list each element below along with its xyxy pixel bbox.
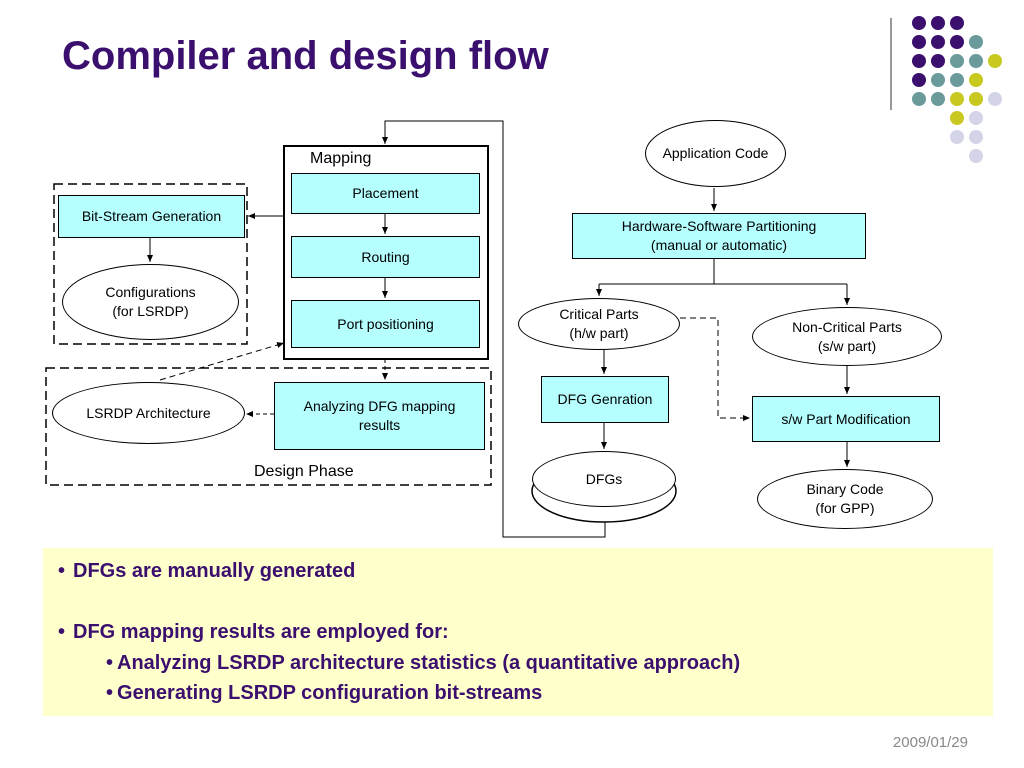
slide-title: Compiler and design flow xyxy=(62,34,549,78)
divider-line xyxy=(890,18,892,110)
dot xyxy=(931,35,945,49)
dot xyxy=(912,92,926,106)
dot xyxy=(912,54,926,68)
mapping-frame xyxy=(283,145,489,360)
routing-box: Routing xyxy=(291,236,480,278)
application-code-ellipse: Application Code xyxy=(645,120,786,187)
slide-date: 2009/01/29 xyxy=(892,734,968,751)
dot xyxy=(950,16,964,30)
dot xyxy=(912,73,926,87)
critical-parts-ellipse: Critical Parts (h/w part) xyxy=(518,298,680,350)
bitstream-generation-box: Bit-Stream Generation xyxy=(58,195,245,238)
bullet-text: Generating LSRDP configuration bit-strea… xyxy=(117,682,543,704)
arrow-lsrdp-port xyxy=(159,342,285,381)
dot xyxy=(969,111,983,125)
mapping-label: Mapping xyxy=(310,150,372,167)
dot xyxy=(969,73,983,87)
dot xyxy=(969,149,983,163)
dot xyxy=(912,35,926,49)
dot xyxy=(931,54,945,68)
arrow-dfgs-mapping xyxy=(382,120,606,538)
bitstream-dashed-group xyxy=(53,183,248,345)
dot xyxy=(950,92,964,106)
design-phase-label: Design Phase xyxy=(254,463,354,480)
dot xyxy=(931,16,945,30)
bullet-2: •DFG mapping results are employed for: xyxy=(58,621,449,643)
dot xyxy=(969,35,983,49)
hw-sw-partitioning-box: Hardware-Software Partitioning (manual o… xyxy=(572,213,866,259)
dot xyxy=(950,130,964,144)
design-phase-dashed-group xyxy=(45,367,492,486)
dot xyxy=(988,54,1002,68)
bullet-text: DFGs are manually generated xyxy=(73,560,356,582)
lsrdp-architecture-ellipse: LSRDP Architecture xyxy=(52,382,245,444)
noncritical-parts-ellipse: Non-Critical Parts (s/w part) xyxy=(752,307,942,366)
sw-part-modification-box: s/w Part Modification xyxy=(752,396,940,442)
dot xyxy=(931,73,945,87)
port-positioning-box: Port positioning xyxy=(291,300,480,348)
configurations-ellipse: Configurations (for LSRDP) xyxy=(62,264,239,340)
dot xyxy=(969,130,983,144)
dot xyxy=(931,92,945,106)
analyzing-dfg-box: Analyzing DFG mapping results xyxy=(274,382,485,450)
dot xyxy=(969,92,983,106)
dfgs-ellipse: DFGs xyxy=(532,451,676,507)
binary-code-ellipse: Binary Code (for GPP) xyxy=(757,469,933,529)
dot xyxy=(988,92,1002,106)
bullet-text: Analyzing LSRDP architecture statistics … xyxy=(117,652,741,674)
sub-bullet-1: •Analyzing LSRDP architecture statistics… xyxy=(106,652,741,674)
dot xyxy=(950,73,964,87)
dot xyxy=(969,54,983,68)
bullet-1: •DFGs are manually generated xyxy=(58,560,356,582)
bullet-text: DFG mapping results are employed for: xyxy=(73,621,449,643)
placement-box: Placement xyxy=(291,173,480,214)
dot xyxy=(950,35,964,49)
dfg-generation-box: DFG Genration xyxy=(541,376,669,423)
dot xyxy=(912,16,926,30)
dot xyxy=(950,111,964,125)
arrow-critical-swmod xyxy=(680,317,750,421)
sub-bullet-2: •Generating LSRDP configuration bit-stre… xyxy=(106,682,543,704)
notes-panel xyxy=(43,548,993,716)
dot xyxy=(950,54,964,68)
